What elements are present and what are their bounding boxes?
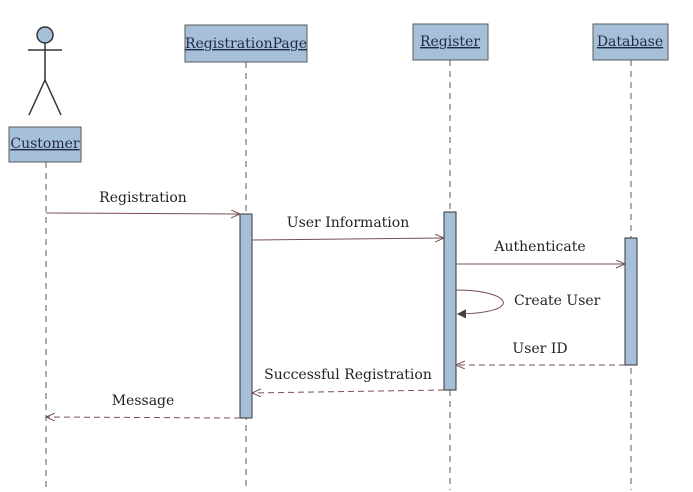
message-create-user: Create User [455,289,601,314]
customer-actor [28,26,62,116]
message-label-user-information: User Information [287,215,409,231]
activation-register [443,211,457,391]
message-arrow-registration [45,213,240,214]
participant-customer: Customer [8,126,82,163]
participant-label-database: Database [597,34,663,50]
message-user-id: User ID [456,341,625,365]
participant-box-registration-page [184,24,308,63]
message-label-create-user: Create User [514,293,601,309]
message-authenticate: Authenticate [456,239,625,264]
message-arrow-create-user [455,289,504,314]
actor-left-leg [28,79,46,116]
message-successful-registration: Successful Registration [252,367,445,393]
participant-box-database [592,23,669,61]
message-label-registration: Registration [99,190,187,206]
message-arrow-message [46,417,241,418]
message-label-message: Message [112,393,175,409]
message-label-user-id: User ID [512,341,567,357]
message-message: Message [46,393,241,418]
activation-registration-page [239,213,253,419]
actor-head-icon [36,26,54,44]
participant-register: Register [412,23,489,61]
message-user-information: User Information [251,215,444,240]
participant-registration-page: RegistrationPage [184,24,308,63]
message-label-authenticate: Authenticate [493,239,585,255]
participant-box-customer [8,126,82,163]
message-label-successful-registration: Successful Registration [264,367,432,383]
participant-box-register [412,23,489,61]
activation-database [624,237,638,366]
message-registration: Registration [45,190,240,214]
participant-label-registration-page: RegistrationPage [185,36,307,52]
actor-right-leg [44,79,62,116]
message-arrow-successful-registration [252,390,445,393]
message-arrow-user-information [251,238,444,240]
participant-label-register: Register [420,34,480,50]
participant-database: Database [592,23,669,61]
participant-label-customer: Customer [10,136,80,152]
